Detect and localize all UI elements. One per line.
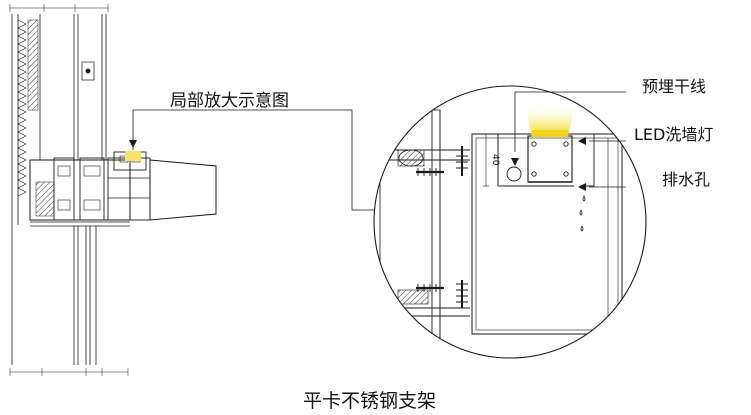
dimension-40: [483, 133, 489, 187]
section-drawing: [9, 4, 217, 376]
bottom-dimension: [9, 368, 129, 376]
label-led-wall-washer: LED洗墙灯: [634, 125, 714, 144]
wall-section: [11, 14, 41, 365]
embedded-line-circle: [506, 166, 522, 182]
led-glow: [525, 104, 575, 137]
water-drops: [579, 195, 586, 232]
vertical-mullion: [73, 14, 107, 160]
screw-bottom: [416, 284, 444, 292]
label-drain-hole: 排水孔: [662, 170, 711, 189]
top-dimension: [9, 4, 109, 12]
bracket-arm: [107, 151, 151, 221]
screw-top: [416, 168, 444, 176]
left-light-glow: [125, 151, 141, 161]
label-embedded-line: 预埋干线: [642, 77, 707, 96]
transom-assembly: [29, 157, 131, 227]
dimension-text: 40: [490, 154, 500, 166]
screw-right-top: [456, 146, 468, 176]
label-leaders: [511, 91, 626, 191]
callout-label: 局部放大示意图: [170, 91, 289, 111]
lower-mullion: [73, 226, 97, 365]
caption: 平卡不锈钢支架: [303, 390, 437, 412]
screw-right-bottom: [456, 280, 468, 308]
callout-leader: [129, 109, 378, 211]
tapered-bracket: [149, 159, 217, 221]
detail-circle: [373, 85, 647, 359]
